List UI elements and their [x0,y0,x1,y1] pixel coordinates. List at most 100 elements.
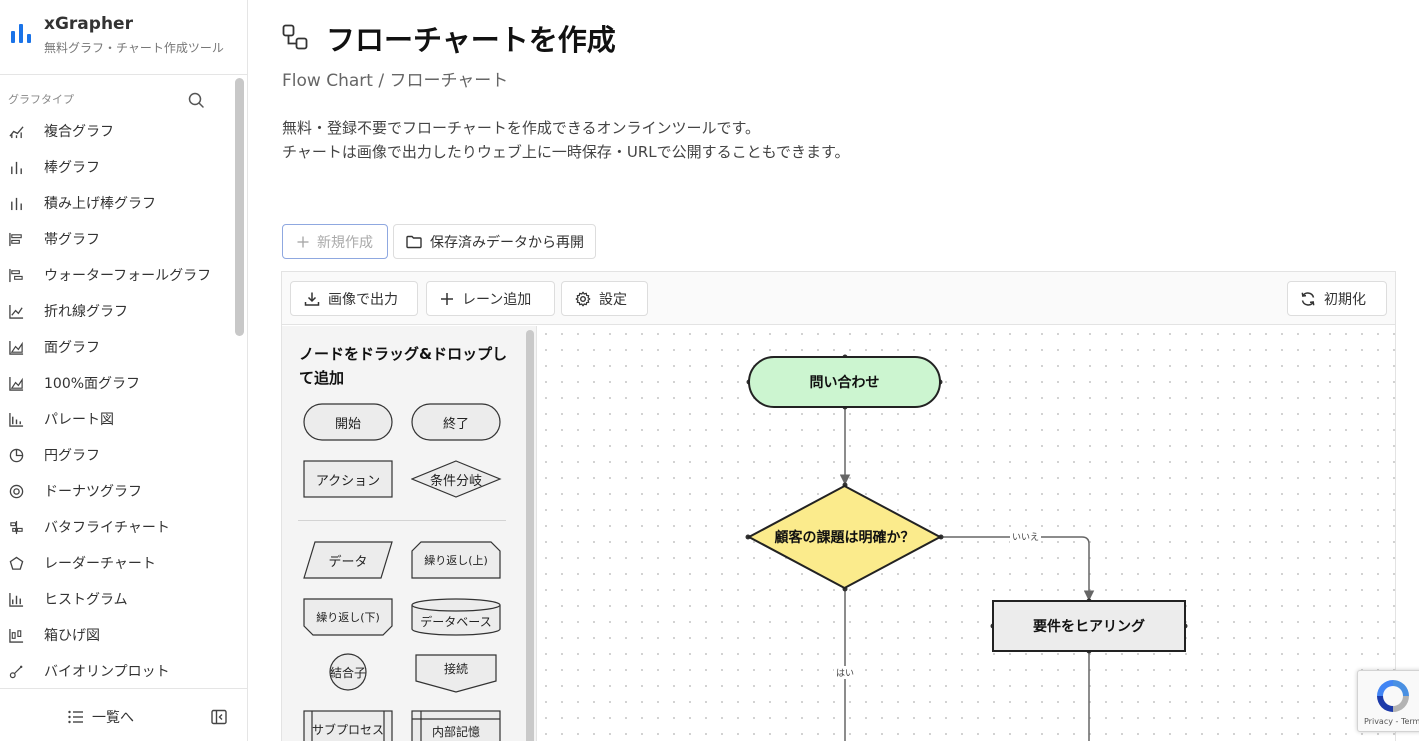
flowchart-editor: 画像で出力 レーン追加 設定 [281,271,1396,741]
recaptcha-icon [1377,680,1409,712]
subprocess-shape [303,710,393,741]
page-description: 無料・登録不要でフローチャートを作成できるオンラインツールです。 チャートは画像… [282,116,850,164]
sidebar-item[interactable]: 棒グラフ [0,149,232,185]
palette-divider [298,520,506,521]
reset-label: 初期化 [1324,290,1366,307]
sidebar-item[interactable]: 複合グラフ [0,113,232,149]
settings-button[interactable]: 設定 [561,281,648,316]
page-title: フローチャートを作成 [326,23,616,57]
sidebar-item[interactable]: ドーナツグラフ [0,473,232,509]
area-chart-icon [0,340,44,355]
palette-node-subprocess-label: サブプロセス [311,722,384,737]
pareto-icon [0,412,44,427]
list-link[interactable]: 一覧へ [68,707,134,727]
editor-toolbar: 画像で出力 レーン追加 設定 [282,272,1395,325]
palette-title: ノードをドラッグ&ドロップして追加 [299,345,508,387]
sidebar-item[interactable]: バタフライチャート [0,509,232,545]
recaptcha-text[interactable]: Privacy - Terms [1364,717,1419,726]
palette-node-data[interactable]: データ [303,541,395,581]
radar-icon [0,556,44,571]
palette-node-internal-storage[interactable]: 内部記憶 [411,710,503,741]
flow-canvas[interactable]: 問い合わせ 顧客の課題は明確か？ 要件をヒアリング いいえ はい [538,326,1395,741]
refresh-icon [1301,291,1315,306]
sidebar-item[interactable]: ヒストグラム [0,581,232,617]
palette-node-loop-end[interactable]: 繰り返し(下) [303,598,395,638]
histogram-icon [0,592,44,607]
palette-node-database[interactable]: データベース [411,598,503,638]
sidebar-item-label: ドーナツグラフ [44,484,142,500]
sidebar-item[interactable]: 折れ線グラフ [0,293,232,329]
sidebar-item[interactable]: 帯グラフ [0,221,232,257]
plus-icon [441,292,453,305]
folder-icon [406,235,422,248]
settings-label: 設定 [599,290,627,307]
palette-scrollbar[interactable] [526,330,534,741]
decision-shape [411,460,502,498]
flow-node-start[interactable]: 問い合わせ [748,356,941,408]
palette-node-connector[interactable]: 結合子 [303,653,395,693]
new-chart-label: 新規作成 [317,233,373,250]
offpage-shape [415,654,497,693]
connector-shape [329,653,367,691]
sidebar-item[interactable]: 箱ひげ図 [0,617,232,653]
reset-button[interactable]: 初期化 [1287,281,1387,316]
percent-area-icon [0,376,44,391]
node-palette: ノードをドラッグ&ドロップして追加 開始 終了 アクション 条件分岐 データ [282,326,537,741]
sidebar-item-label: 箱ひげ図 [44,628,100,644]
palette-node-start-label: 開始 [334,416,361,432]
palette-node-action-label: アクション [315,473,381,489]
palette-node-loop-start[interactable]: 繰り返し(上) [411,541,503,581]
add-lane-label: レーン追加 [462,290,532,307]
search-icon[interactable] [186,90,206,110]
sidebar-item[interactable]: ウォーターフォールグラフ [0,257,232,293]
sidebar-item-label: ウォーターフォールグラフ [44,268,212,284]
recaptcha-badge[interactable]: Privacy - Terms [1357,670,1419,732]
loop-end-shape [303,598,393,636]
sidebar-item-label: バイオリンプロット [44,664,170,680]
sidebar-item-label: バタフライチャート [44,520,170,536]
edge-decision-no[interactable] [942,536,1095,602]
sidebar-item-label: 帯グラフ [44,232,100,248]
brand-header[interactable]: xGrapher 無料グラフ・チャート作成ツール [0,0,247,75]
export-image-label: 画像で出力 [328,290,398,307]
palette-node-decision[interactable]: 条件分岐 [411,460,503,500]
palette-node-offpage[interactable]: 接続 [411,653,503,693]
palette-node-subprocess[interactable]: サブプロセス [303,710,395,741]
export-image-button[interactable]: 画像で出力 [290,281,418,316]
sidebar-item[interactable]: 積み上げ棒グラフ [0,185,232,221]
logo-icon [11,24,31,43]
palette-node-action[interactable]: アクション [303,460,395,500]
palette-node-end[interactable]: 終了 [411,403,503,443]
donut-chart-icon [0,484,44,499]
list-icon [68,710,83,724]
sidebar-item[interactable]: 円グラフ [0,437,232,473]
terminal-shape [303,403,393,441]
band-chart-icon [0,232,44,247]
page-subtitle: Flow Chart / フローチャート [282,71,509,91]
flow-node-action[interactable]: 要件をヒアリング [992,600,1186,652]
open-saved-label: 保存済みデータから再開 [430,233,584,250]
open-saved-button[interactable]: 保存済みデータから再開 [393,224,596,259]
list-link-label: 一覧へ [92,710,134,726]
sidebar-item[interactable]: バイオリンプロット [0,653,232,689]
loop-start-shape [411,541,501,579]
palette-node-loop-end-label: 繰り返し(下) [316,611,380,624]
flow-node-decision[interactable]: 顧客の課題は明確か？ [747,484,942,590]
sidebar-item[interactable]: 100%面グラフ [0,365,232,401]
sidebar-item[interactable]: 面グラフ [0,329,232,365]
add-lane-button[interactable]: レーン追加 [426,281,555,316]
new-chart-button[interactable]: 新規作成 [282,224,388,259]
collapse-sidebar-icon[interactable] [211,709,227,725]
sidebar-scrollbar[interactable] [235,78,244,336]
palette-node-decision-label: 条件分岐 [429,473,482,489]
violin-icon [0,664,44,679]
palette-node-start[interactable]: 開始 [303,403,395,443]
sidebar-item[interactable]: パレート図 [0,401,232,437]
stacked-bar-icon [0,196,44,211]
app-tagline: 無料グラフ・チャート作成ツール [44,41,224,55]
plus-icon [297,236,309,247]
sidebar-item-label: 折れ線グラフ [44,304,128,320]
sidebar-item-label: パレート図 [44,412,114,428]
sidebar-item[interactable]: レーダーチャート [0,545,232,581]
palette-node-offpage-label: 接続 [443,661,468,676]
